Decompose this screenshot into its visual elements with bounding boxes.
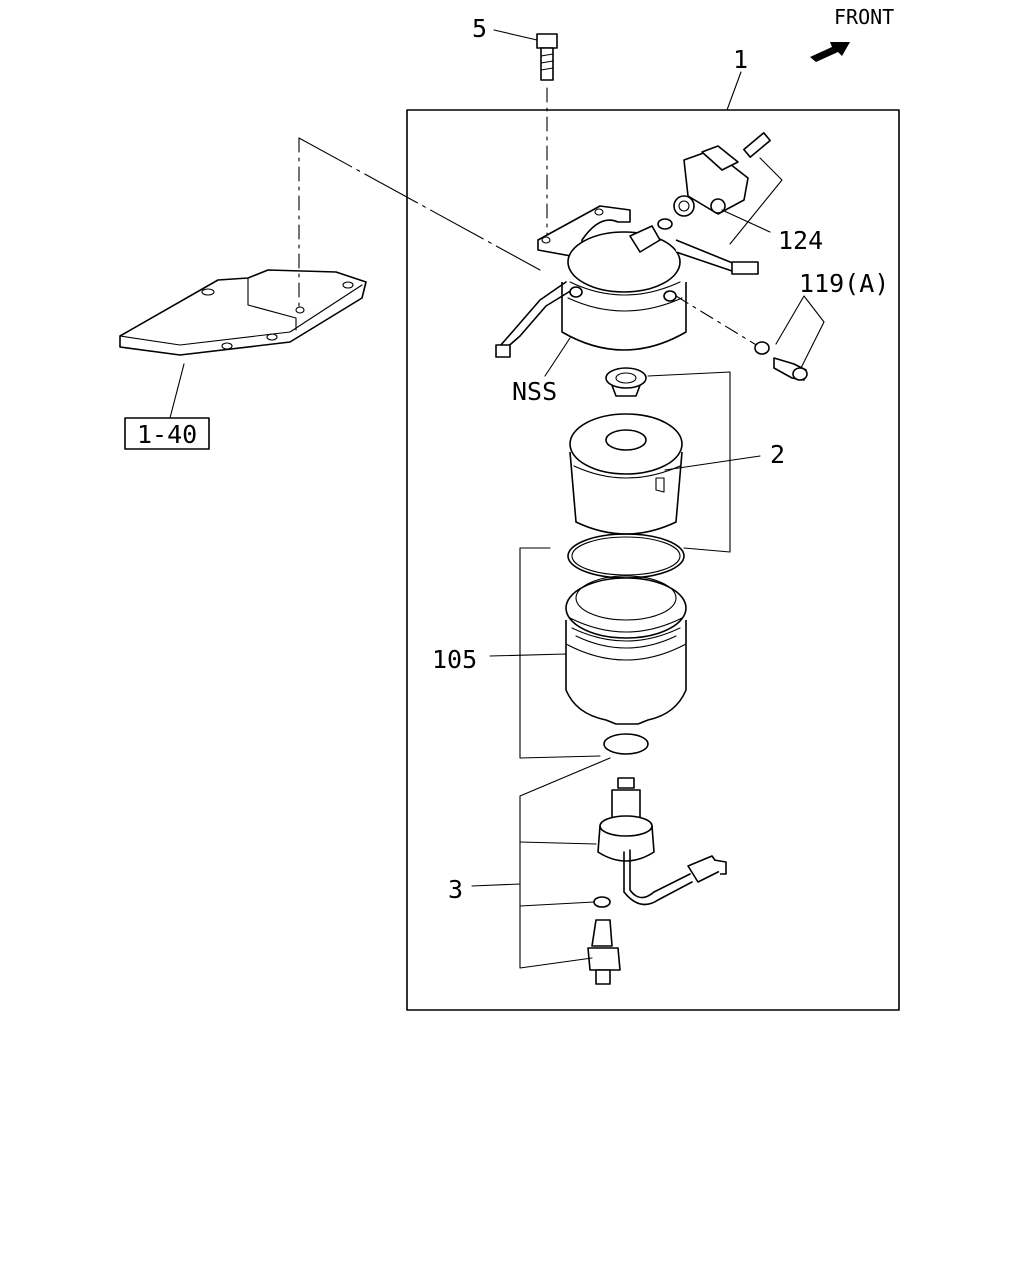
leader-119a (775, 295, 825, 371)
front-label: FRONT (834, 5, 894, 29)
callout-119a: 119(A) (799, 269, 889, 298)
callout-105: 105 (432, 645, 477, 674)
leader-3-mid (519, 841, 597, 845)
reference-box (124, 417, 210, 450)
bolt-part (536, 33, 558, 81)
leader-1 (726, 71, 742, 111)
bracket-guide-line (298, 137, 541, 271)
leader-124 (721, 209, 771, 233)
reference-label: 1-40 (137, 420, 197, 449)
fitting-center-line (675, 295, 759, 347)
callout-124: 124 (778, 226, 823, 255)
water-sensor-part (587, 777, 727, 985)
assembly-frame (406, 109, 900, 1011)
callout-3: 3 (448, 875, 463, 904)
leader-105-bracket (519, 547, 601, 759)
fitting-part (754, 341, 808, 381)
priming-pump-part (657, 132, 771, 230)
leader-5 (493, 29, 538, 41)
mounting-bracket-part (119, 269, 367, 356)
callout-5: 5 (472, 14, 487, 43)
leader-nss (544, 337, 571, 377)
callout-2: 2 (770, 440, 785, 469)
leader-3-oring (519, 901, 595, 907)
filter-element-part (567, 367, 685, 579)
leader-3 (471, 883, 521, 887)
leader-3-bracket (519, 757, 611, 969)
leader-1-40 (169, 363, 185, 419)
callout-1: 1 (733, 45, 748, 74)
leader-2 (664, 455, 761, 471)
filter-head-part (495, 205, 759, 358)
filter-bowl-part (565, 575, 687, 755)
leader-124-bracket (729, 157, 783, 245)
leader-2-bracket (647, 371, 731, 553)
leader-105 (489, 653, 567, 657)
front-arrow-icon (810, 42, 850, 62)
callout-nss: NSS (512, 377, 557, 406)
